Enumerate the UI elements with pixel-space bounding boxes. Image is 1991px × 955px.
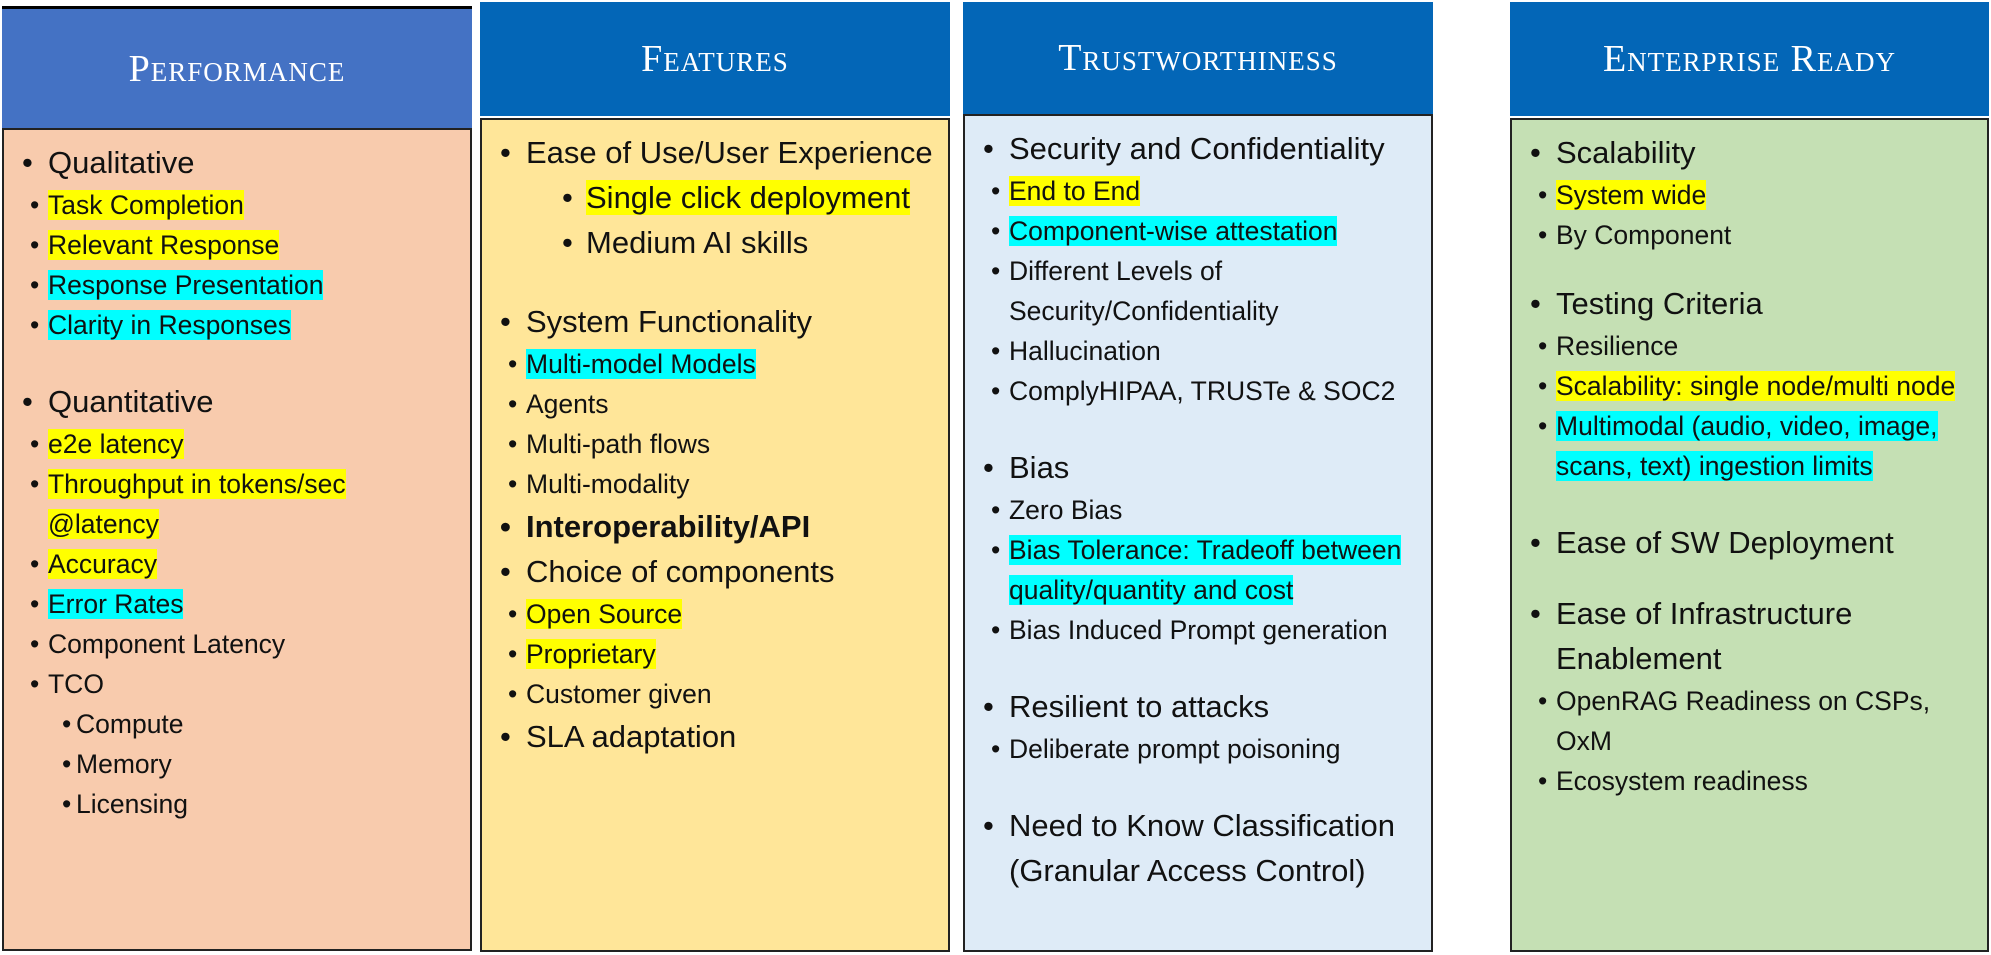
testing-criteria-heading: Testing Criteria — [1524, 281, 1975, 326]
features-panel: Ease of Use/User Experience Single click… — [480, 118, 950, 952]
list-item: Multi-modality — [494, 464, 936, 504]
list-item: Multimodal (audio, video, image, scans, … — [1524, 406, 1975, 486]
features-title: Features — [641, 38, 789, 80]
list-item: Open Source — [494, 594, 936, 634]
performance-header: Performance — [2, 6, 472, 129]
list-item: Bias Tolerance: Tradeoff between quality… — [977, 530, 1419, 610]
list-item: Ecosystem readiness — [1524, 761, 1975, 801]
interoperability-heading: Interoperability/API — [494, 504, 936, 549]
list-item: Customer given — [494, 674, 936, 714]
list-item: Clarity in Responses — [16, 305, 458, 345]
list-item: Agents — [494, 384, 936, 424]
ease-of-use-heading: Ease of Use/User Experience — [494, 130, 936, 175]
list-item: Multi-model Models — [494, 344, 936, 384]
list-item: Single click deployment — [494, 175, 936, 220]
list-item: Accuracy — [16, 544, 458, 584]
quantitative-heading: Quantitative — [16, 379, 458, 424]
scalability-heading: Scalability — [1524, 130, 1975, 175]
list-item: Memory — [16, 744, 458, 784]
enterprise-ready-title: Enterprise Ready — [1602, 38, 1897, 80]
list-item: Compute — [16, 704, 458, 744]
infrastructure-heading: Ease of Infrastructure Enablement — [1524, 591, 1975, 681]
bias-heading: Bias — [977, 445, 1419, 490]
enterprise-ready-header: Enterprise Ready — [1510, 2, 1989, 116]
sw-deployment-heading: Ease of SW Deployment — [1524, 520, 1975, 565]
list-item: Response Presentation — [16, 265, 458, 305]
performance-title: Performance — [128, 48, 346, 90]
list-item: Hallucination — [977, 331, 1419, 371]
list-item: Multi-path flows — [494, 424, 936, 464]
enterprise-ready-panel: Scalability System wide By Component Tes… — [1510, 118, 1989, 952]
list-item: Zero Bias — [977, 490, 1419, 530]
list-item: Throughput in tokens/sec @latency — [16, 464, 458, 544]
list-item: Relevant Response — [16, 225, 458, 265]
list-item: Component Latency — [16, 624, 458, 664]
trustworthiness-header: Trustworthiness — [963, 2, 1433, 114]
features-header: Features — [480, 2, 950, 116]
list-item: System wide — [1524, 175, 1975, 215]
list-item: Component-wise attestation — [977, 211, 1419, 251]
list-item: e2e latency — [16, 424, 458, 464]
trustworthiness-title: Trustworthiness — [1058, 37, 1338, 79]
list-item: Licensing — [16, 784, 458, 824]
security-heading: Security and Confidentiality — [977, 126, 1419, 171]
trustworthiness-panel: Security and Confidentiality End to End … — [963, 114, 1433, 952]
list-item: ComplyHIPAA, TRUSTe & SOC2 — [977, 371, 1419, 411]
list-item: Medium AI skills — [494, 220, 936, 265]
list-item: Deliberate prompt poisoning — [977, 729, 1419, 769]
list-item: Resilience — [1524, 326, 1975, 366]
list-item: By Component — [1524, 215, 1975, 255]
qualitative-heading: Qualitative — [16, 140, 458, 185]
choice-of-components-heading: Choice of components — [494, 549, 936, 594]
list-item: End to End — [977, 171, 1419, 211]
list-item: TCO — [16, 664, 458, 704]
sla-adaptation-heading: SLA adaptation — [494, 714, 936, 759]
list-item: Error Rates — [16, 584, 458, 624]
list-item: OpenRAG Readiness on CSPs, OxM — [1524, 681, 1975, 761]
list-item: Proprietary — [494, 634, 936, 674]
list-item: Bias Induced Prompt generation — [977, 610, 1419, 650]
resilient-heading: Resilient to attacks — [977, 684, 1419, 729]
list-item: Scalability: single node/multi node — [1524, 366, 1975, 406]
list-item: Task Completion — [16, 185, 458, 225]
list-item: Different Levels of Security/Confidentia… — [977, 251, 1419, 331]
need-to-know-heading: Need to Know Classification (Granular Ac… — [977, 803, 1419, 893]
performance-panel: Qualitative Task Completion Relevant Res… — [2, 128, 472, 951]
system-functionality-heading: System Functionality — [494, 299, 936, 344]
